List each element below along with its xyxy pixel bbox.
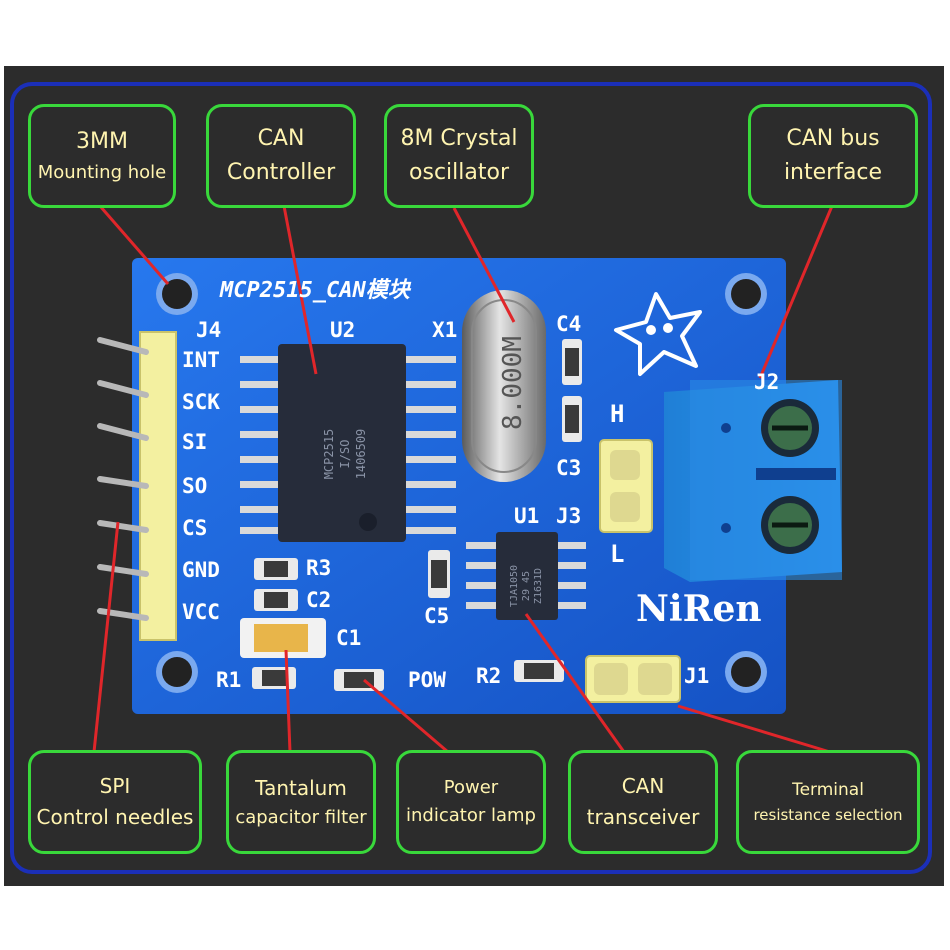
callout-line: Tantalum bbox=[255, 775, 347, 800]
label-j4: J4 bbox=[196, 318, 222, 342]
u1-marking-line: 29 45 bbox=[521, 570, 532, 602]
u2-marking: MCP2515 I/SO 1406509 bbox=[321, 379, 369, 529]
brand-logo: NiRen bbox=[636, 588, 762, 630]
label-h: H bbox=[610, 400, 625, 428]
pin-header-j4 bbox=[97, 331, 177, 641]
mounting-holes bbox=[156, 273, 767, 693]
frame-border bbox=[10, 82, 932, 874]
chip-u2 bbox=[240, 344, 456, 542]
pin-label-cs: CS bbox=[182, 516, 208, 540]
callout-terminal: Terminal resistance selection bbox=[736, 750, 920, 854]
label-c4: C4 bbox=[556, 312, 582, 336]
label-r1: R1 bbox=[216, 668, 242, 692]
callout-line: SPI bbox=[99, 774, 131, 798]
callout-line: indicator lamp bbox=[406, 805, 536, 826]
callout-line: oscillator bbox=[409, 160, 509, 185]
label-c2: C2 bbox=[306, 588, 332, 612]
callout-line: interface bbox=[783, 160, 883, 185]
label-r2: R2 bbox=[476, 664, 502, 688]
pin-label-sck: SCK bbox=[182, 390, 220, 414]
callout-crystal: 8M Crystal oscillator bbox=[384, 104, 534, 208]
callout-line: Terminal bbox=[792, 780, 864, 801]
pin-label-so: SO bbox=[182, 474, 208, 498]
callout-mounting-hole: 3MM Mounting hole bbox=[28, 104, 176, 208]
callout-line: capacitor filter bbox=[235, 806, 367, 828]
callout-line: transceiver bbox=[586, 805, 700, 829]
u1-marking-line: Z1631D bbox=[533, 567, 544, 605]
leader-lines bbox=[92, 205, 834, 754]
callout-can-bus: CAN bus interface bbox=[748, 104, 918, 208]
crystal-marking: 8.000M bbox=[498, 336, 528, 430]
u2-marking-line: 1406509 bbox=[354, 428, 368, 480]
label-c1: C1 bbox=[336, 626, 362, 650]
callout-line: CAN bus bbox=[786, 125, 880, 151]
u2-marking-line: I/SO bbox=[338, 439, 352, 469]
board-title: MCP2515_CAN模块 bbox=[220, 278, 410, 303]
jumper-j1 bbox=[585, 655, 681, 703]
callout-line: resistance selection bbox=[753, 805, 903, 824]
u2-marking-line: MCP2515 bbox=[322, 428, 336, 480]
callout-spi: SPI Control needles bbox=[28, 750, 202, 854]
label-x1: X1 bbox=[432, 318, 458, 342]
callout-tantalum: Tantalum capacitor filter bbox=[226, 750, 376, 854]
callout-can-controller: CAN Controller bbox=[206, 104, 356, 208]
label-j2: J2 bbox=[754, 370, 780, 394]
callout-line: 8M Crystal bbox=[400, 125, 518, 151]
pin-label-gnd: GND bbox=[182, 558, 220, 582]
label-l: L bbox=[610, 540, 625, 568]
label-j1: J1 bbox=[684, 664, 710, 688]
pin-label-si: SI bbox=[182, 430, 208, 454]
callout-line: CAN bbox=[621, 774, 665, 798]
label-pow: POW bbox=[408, 668, 446, 692]
label-u1: U1 bbox=[514, 504, 540, 528]
tantalum-capacitor bbox=[240, 618, 326, 658]
smd-components bbox=[252, 339, 582, 691]
label-r3: R3 bbox=[306, 556, 332, 580]
label-j3: J3 bbox=[556, 504, 582, 528]
u1-marking-line: TJA1050 bbox=[509, 564, 520, 608]
callout-line: Power bbox=[443, 777, 499, 799]
callout-line: Control needles bbox=[36, 805, 194, 829]
pin-label-int: INT bbox=[182, 348, 220, 372]
callout-transceiver: CAN transceiver bbox=[568, 750, 718, 854]
callout-line: Controller bbox=[226, 160, 336, 185]
chip-u1 bbox=[466, 532, 586, 620]
callout-line: CAN bbox=[257, 125, 305, 151]
jumper-j3 bbox=[599, 439, 653, 533]
callout-power: Power indicator lamp bbox=[396, 750, 546, 854]
star-logo bbox=[614, 292, 702, 376]
label-c3: C3 bbox=[556, 456, 582, 480]
label-c5: C5 bbox=[424, 604, 450, 628]
callout-line: Mounting hole bbox=[37, 162, 167, 184]
label-u2: U2 bbox=[330, 318, 356, 342]
terminal-block bbox=[664, 380, 842, 582]
u1-marking: TJA1050 29 45 Z1631D bbox=[509, 543, 545, 629]
callout-line: 3MM bbox=[76, 129, 128, 154]
pin-label-vcc: VCC bbox=[182, 600, 220, 624]
